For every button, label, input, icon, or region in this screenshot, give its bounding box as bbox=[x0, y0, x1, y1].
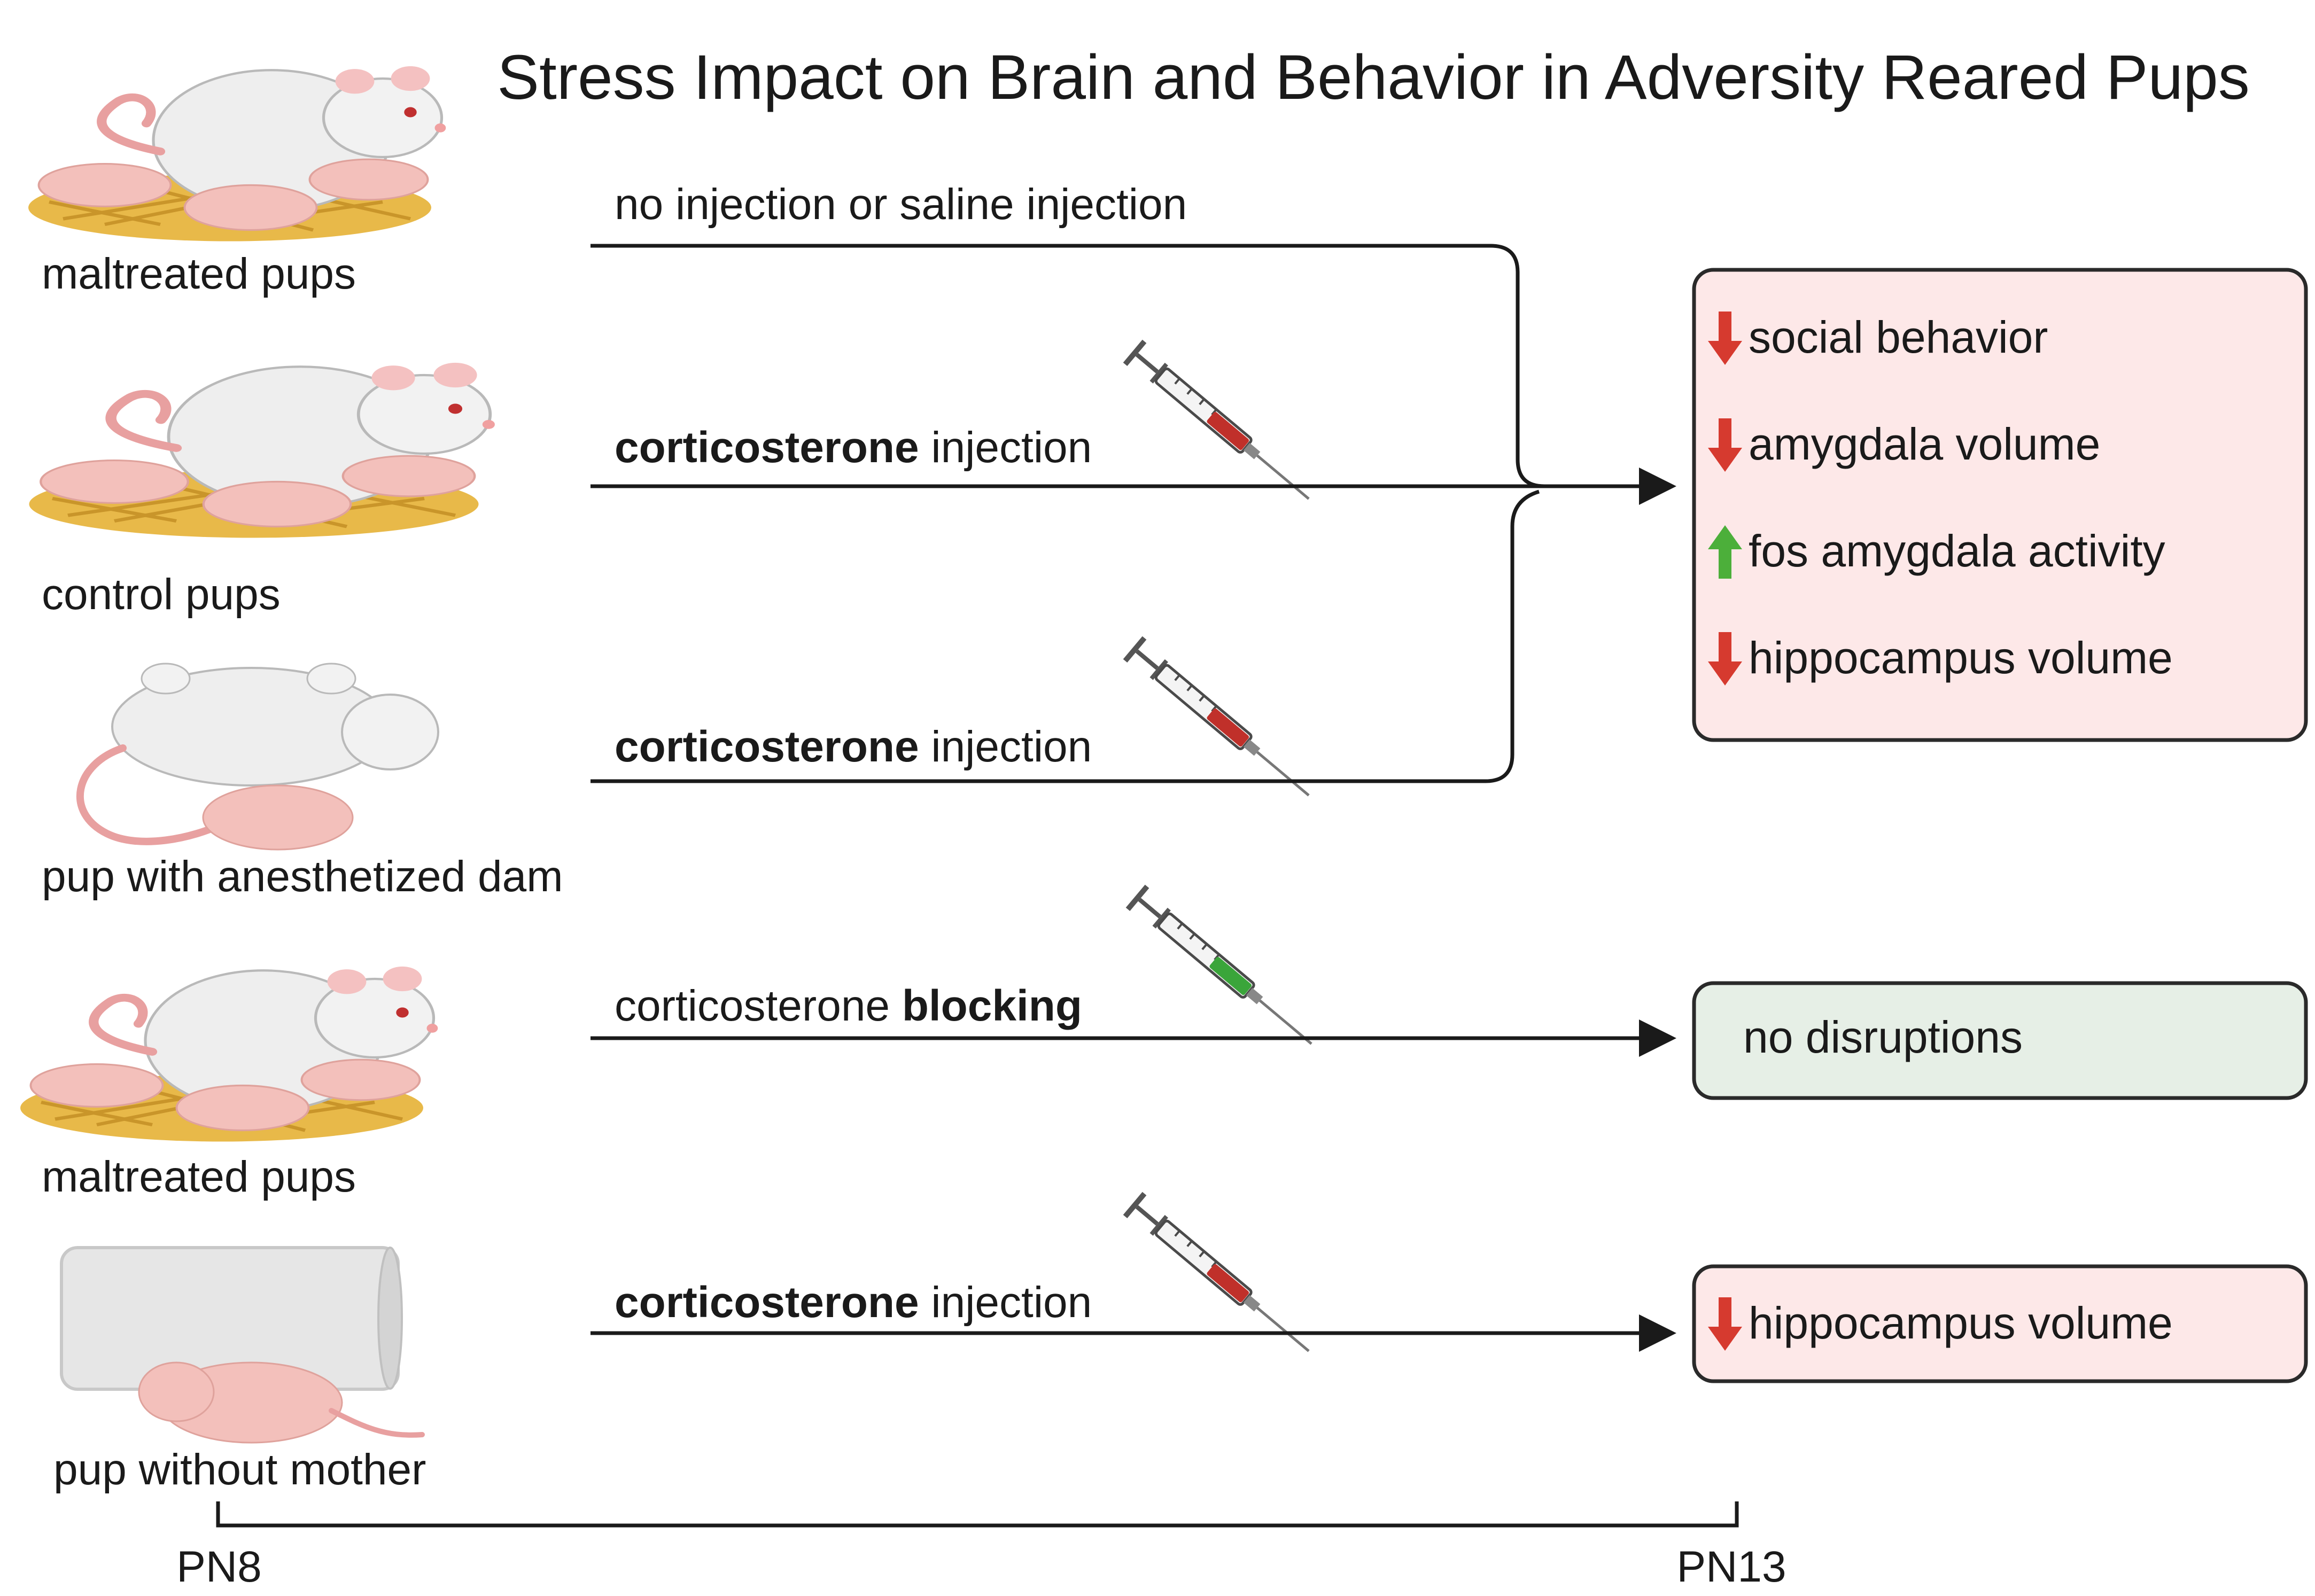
timeline-end-label: PN13 bbox=[1676, 1543, 1786, 1591]
group-label: control pups bbox=[42, 570, 281, 619]
group-label: pup with anesthetized dam bbox=[42, 852, 563, 901]
outcome-box bbox=[1692, 981, 2308, 1100]
syringe-icon bbox=[1123, 340, 1318, 510]
rat-dam-with-pups-icon bbox=[29, 363, 495, 538]
anesthetized-dam-with-pup-icon bbox=[76, 663, 439, 851]
syringe-fill bbox=[1209, 956, 1252, 995]
syringe-fill bbox=[1207, 708, 1249, 747]
outcome-item-text: social behavior bbox=[1749, 312, 2048, 362]
outcome-list: social behavior amygdala volume fos amygda… bbox=[1708, 312, 2173, 686]
outcome-box bbox=[1692, 1264, 2308, 1383]
outcome-text: no disruptions bbox=[1743, 1012, 2023, 1062]
outcome-item-text: hippocampus volume bbox=[1749, 633, 2173, 683]
timeline-start-label: PN8 bbox=[176, 1543, 262, 1591]
rat-dam-with-pups-icon bbox=[28, 66, 446, 242]
timeline-axis bbox=[216, 1501, 1739, 1528]
up-arrow-icon bbox=[1708, 525, 1742, 579]
rat-dam-with-pups-icon bbox=[20, 967, 438, 1142]
down-arrow-icon bbox=[1708, 632, 1742, 686]
outcome-item-text: fos amygdala activity bbox=[1749, 526, 2165, 576]
outcome-item-text: amygdala volume bbox=[1749, 419, 2100, 469]
path-label: no injection or saline injection bbox=[615, 180, 1187, 229]
group-label: maltreated pups bbox=[42, 1153, 356, 1201]
pup-in-tube-icon bbox=[60, 1246, 425, 1444]
outcome-list: hippocampus volume bbox=[1708, 1297, 2173, 1351]
path-label: corticosterone blocking bbox=[615, 982, 1082, 1030]
syringe-icon bbox=[1126, 885, 1321, 1055]
connector-line bbox=[591, 244, 1545, 488]
connector-line bbox=[591, 489, 1540, 783]
syringe-fill bbox=[1207, 1264, 1249, 1303]
down-arrow-icon bbox=[1708, 312, 1742, 365]
down-arrow-icon bbox=[1708, 418, 1742, 472]
group-label: maltreated pups bbox=[42, 250, 356, 298]
path-label: corticosterone injection bbox=[615, 722, 1092, 771]
connector-lines bbox=[591, 244, 1676, 1352]
timeline bbox=[216, 1501, 1739, 1528]
group-label: pup without mother bbox=[53, 1445, 426, 1494]
outcome-box bbox=[1692, 268, 2308, 742]
path-label: corticosterone injection bbox=[615, 1278, 1092, 1327]
syringe-fill bbox=[1207, 411, 1249, 450]
path-label: corticosterone injection bbox=[615, 423, 1092, 472]
outcome-item-text: hippocampus volume bbox=[1749, 1298, 2173, 1348]
syringe-icon bbox=[1123, 636, 1318, 807]
down-arrow-icon bbox=[1708, 1297, 1742, 1351]
diagram-title: Stress Impact on Brain and Behavior in A… bbox=[497, 42, 2249, 113]
syringe-icon bbox=[1123, 1192, 1318, 1363]
